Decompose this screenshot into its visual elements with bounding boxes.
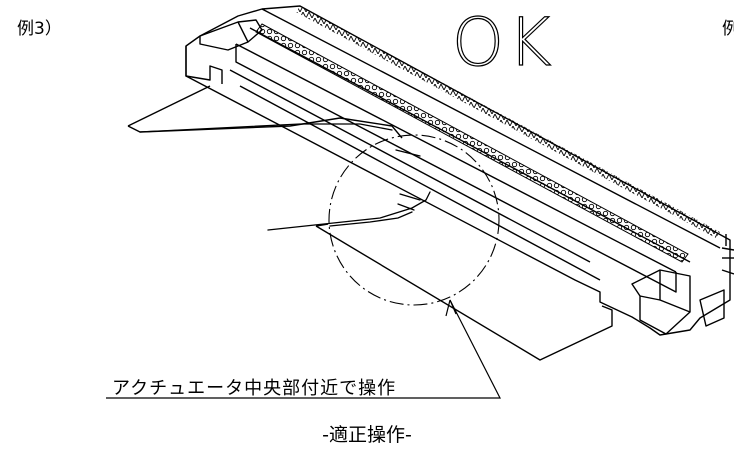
housing-outline [185, 5, 731, 336]
rail-top [261, 8, 721, 249]
highlight-circle [328, 134, 500, 306]
callout-text: アクチュエータ中央部付近で操作 [112, 378, 397, 399]
finger-bottom [267, 191, 431, 231]
fpc-cable [127, 85, 211, 127]
actuator [235, 44, 677, 293]
caption: -適正操作- [322, 424, 412, 446]
left-latch [199, 19, 263, 51]
top-serration [296, 6, 720, 238]
ok-mark: OK [451, 3, 556, 81]
right-latch [631, 269, 691, 335]
finger-top [139, 123, 393, 133]
contact-row [255, 23, 689, 263]
example-label: 例3） [17, 19, 62, 39]
example-label-next: 例 [722, 19, 734, 39]
rail-bottom [235, 43, 677, 273]
leader-line [106, 299, 501, 399]
